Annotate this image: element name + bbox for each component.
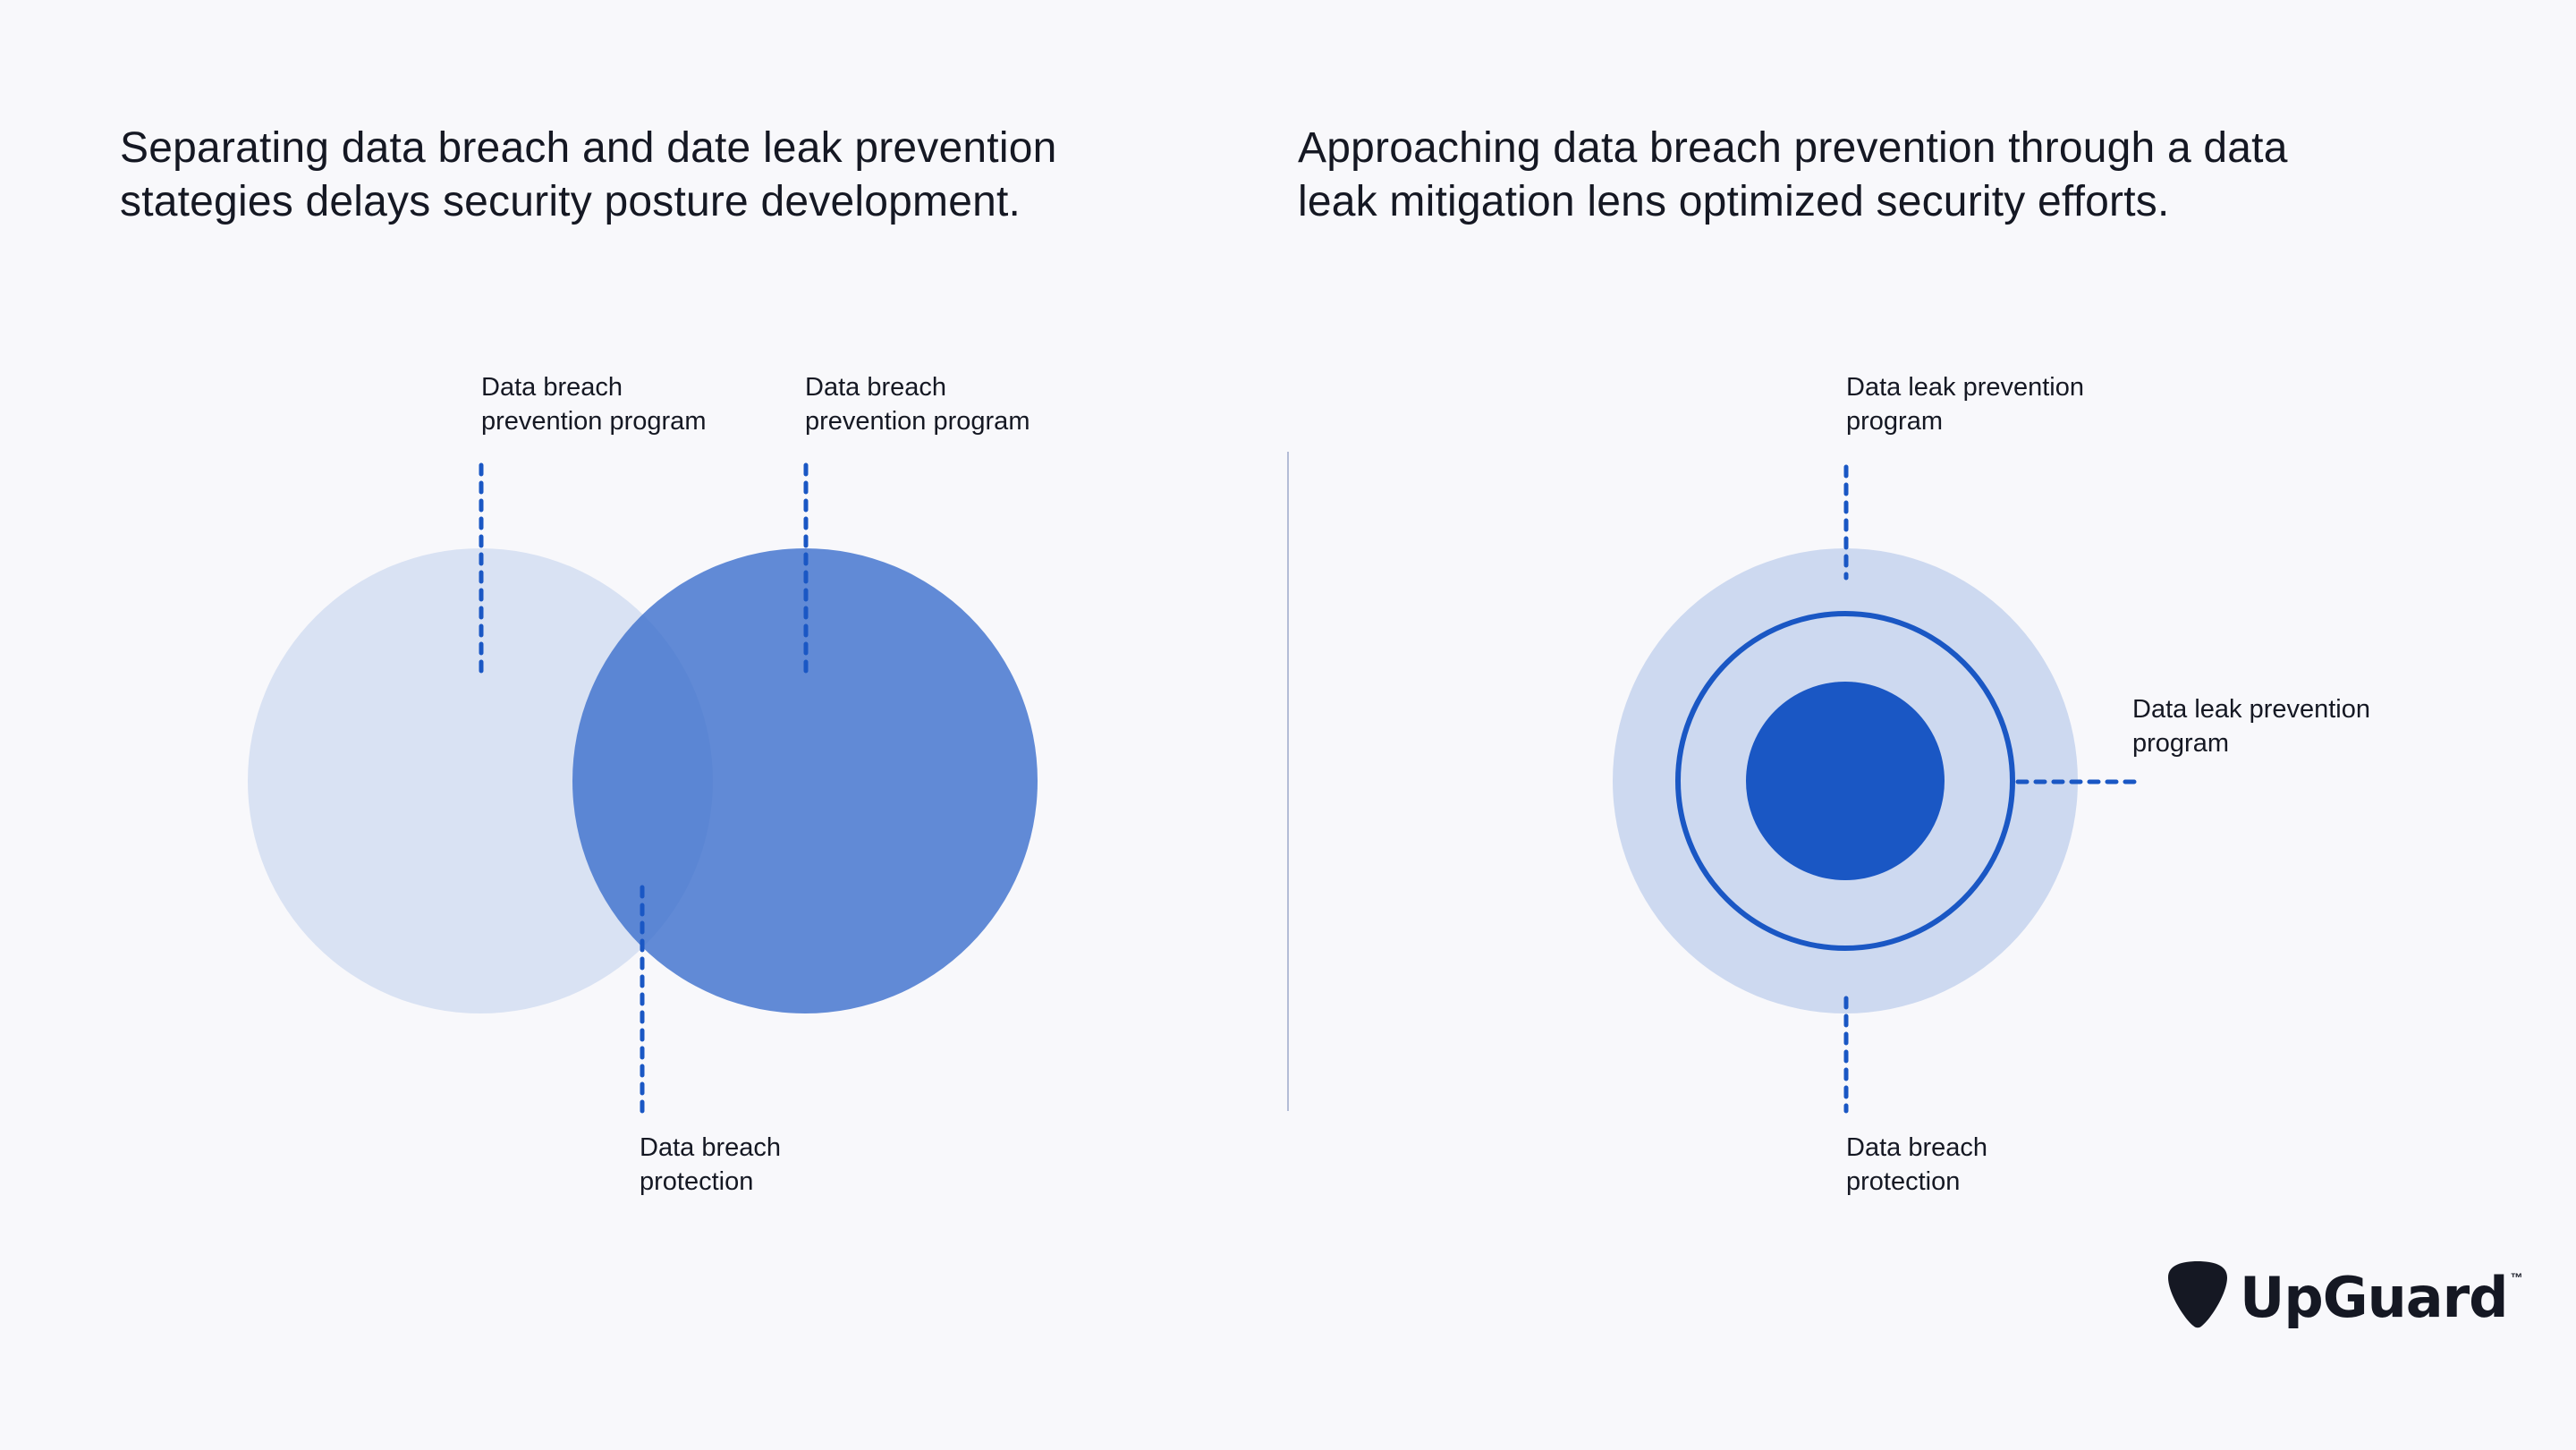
label-line: Data leak prevention [2132, 695, 2370, 724]
brand-name: UpGuard [2240, 1265, 2509, 1330]
label-line: protection [1846, 1167, 1961, 1196]
label-venn-bottom: Data breach protection [640, 1131, 781, 1199]
upguard-logo: UpGuard ™ [2166, 1258, 2523, 1331]
label-line: Data leak prevention [1846, 373, 2084, 402]
label-concentric-bottom: Data breach protection [1846, 1131, 1987, 1199]
venn-circle-left [248, 548, 713, 1013]
label-line: Data breach [481, 373, 623, 402]
left-headline-line-2: stategies delays security posture develo… [120, 178, 1021, 225]
venn-diagram [248, 462, 1038, 1114]
guitar-pick-icon [2168, 1261, 2227, 1328]
left-headline-line-1: Separating data breach and date leak pre… [120, 124, 1057, 172]
left-headline: Separating data breach and date leak pre… [120, 122, 1057, 229]
label-concentric-side: Data leak prevention program [2132, 692, 2370, 760]
label-line: program [1846, 407, 1943, 436]
label-line: program [2132, 729, 2229, 758]
label-line: Data breach [640, 1133, 781, 1162]
trademark-symbol: ™ [2510, 1270, 2523, 1285]
ring-outline [1675, 611, 2015, 951]
label-concentric-top: Data leak prevention program [1846, 370, 2084, 438]
venn-circle-right [572, 548, 1038, 1013]
label-venn-top-left: Data breach prevention program [481, 370, 706, 438]
right-headline: Approaching data breach prevention throu… [1298, 122, 2288, 229]
right-headline-line-1: Approaching data breach prevention throu… [1298, 124, 2288, 172]
label-line: prevention program [805, 407, 1030, 436]
label-venn-top-right: Data breach prevention program [805, 370, 1030, 438]
label-line: prevention program [481, 407, 707, 436]
label-line: Data breach [805, 373, 946, 402]
label-line: Data breach [1846, 1133, 1987, 1162]
concentric-diagram [1613, 464, 2137, 1114]
label-line: protection [640, 1167, 754, 1196]
inner-core-circle [1746, 682, 1945, 880]
right-headline-line-2: leak mitigation lens optimized security … [1298, 178, 2170, 225]
